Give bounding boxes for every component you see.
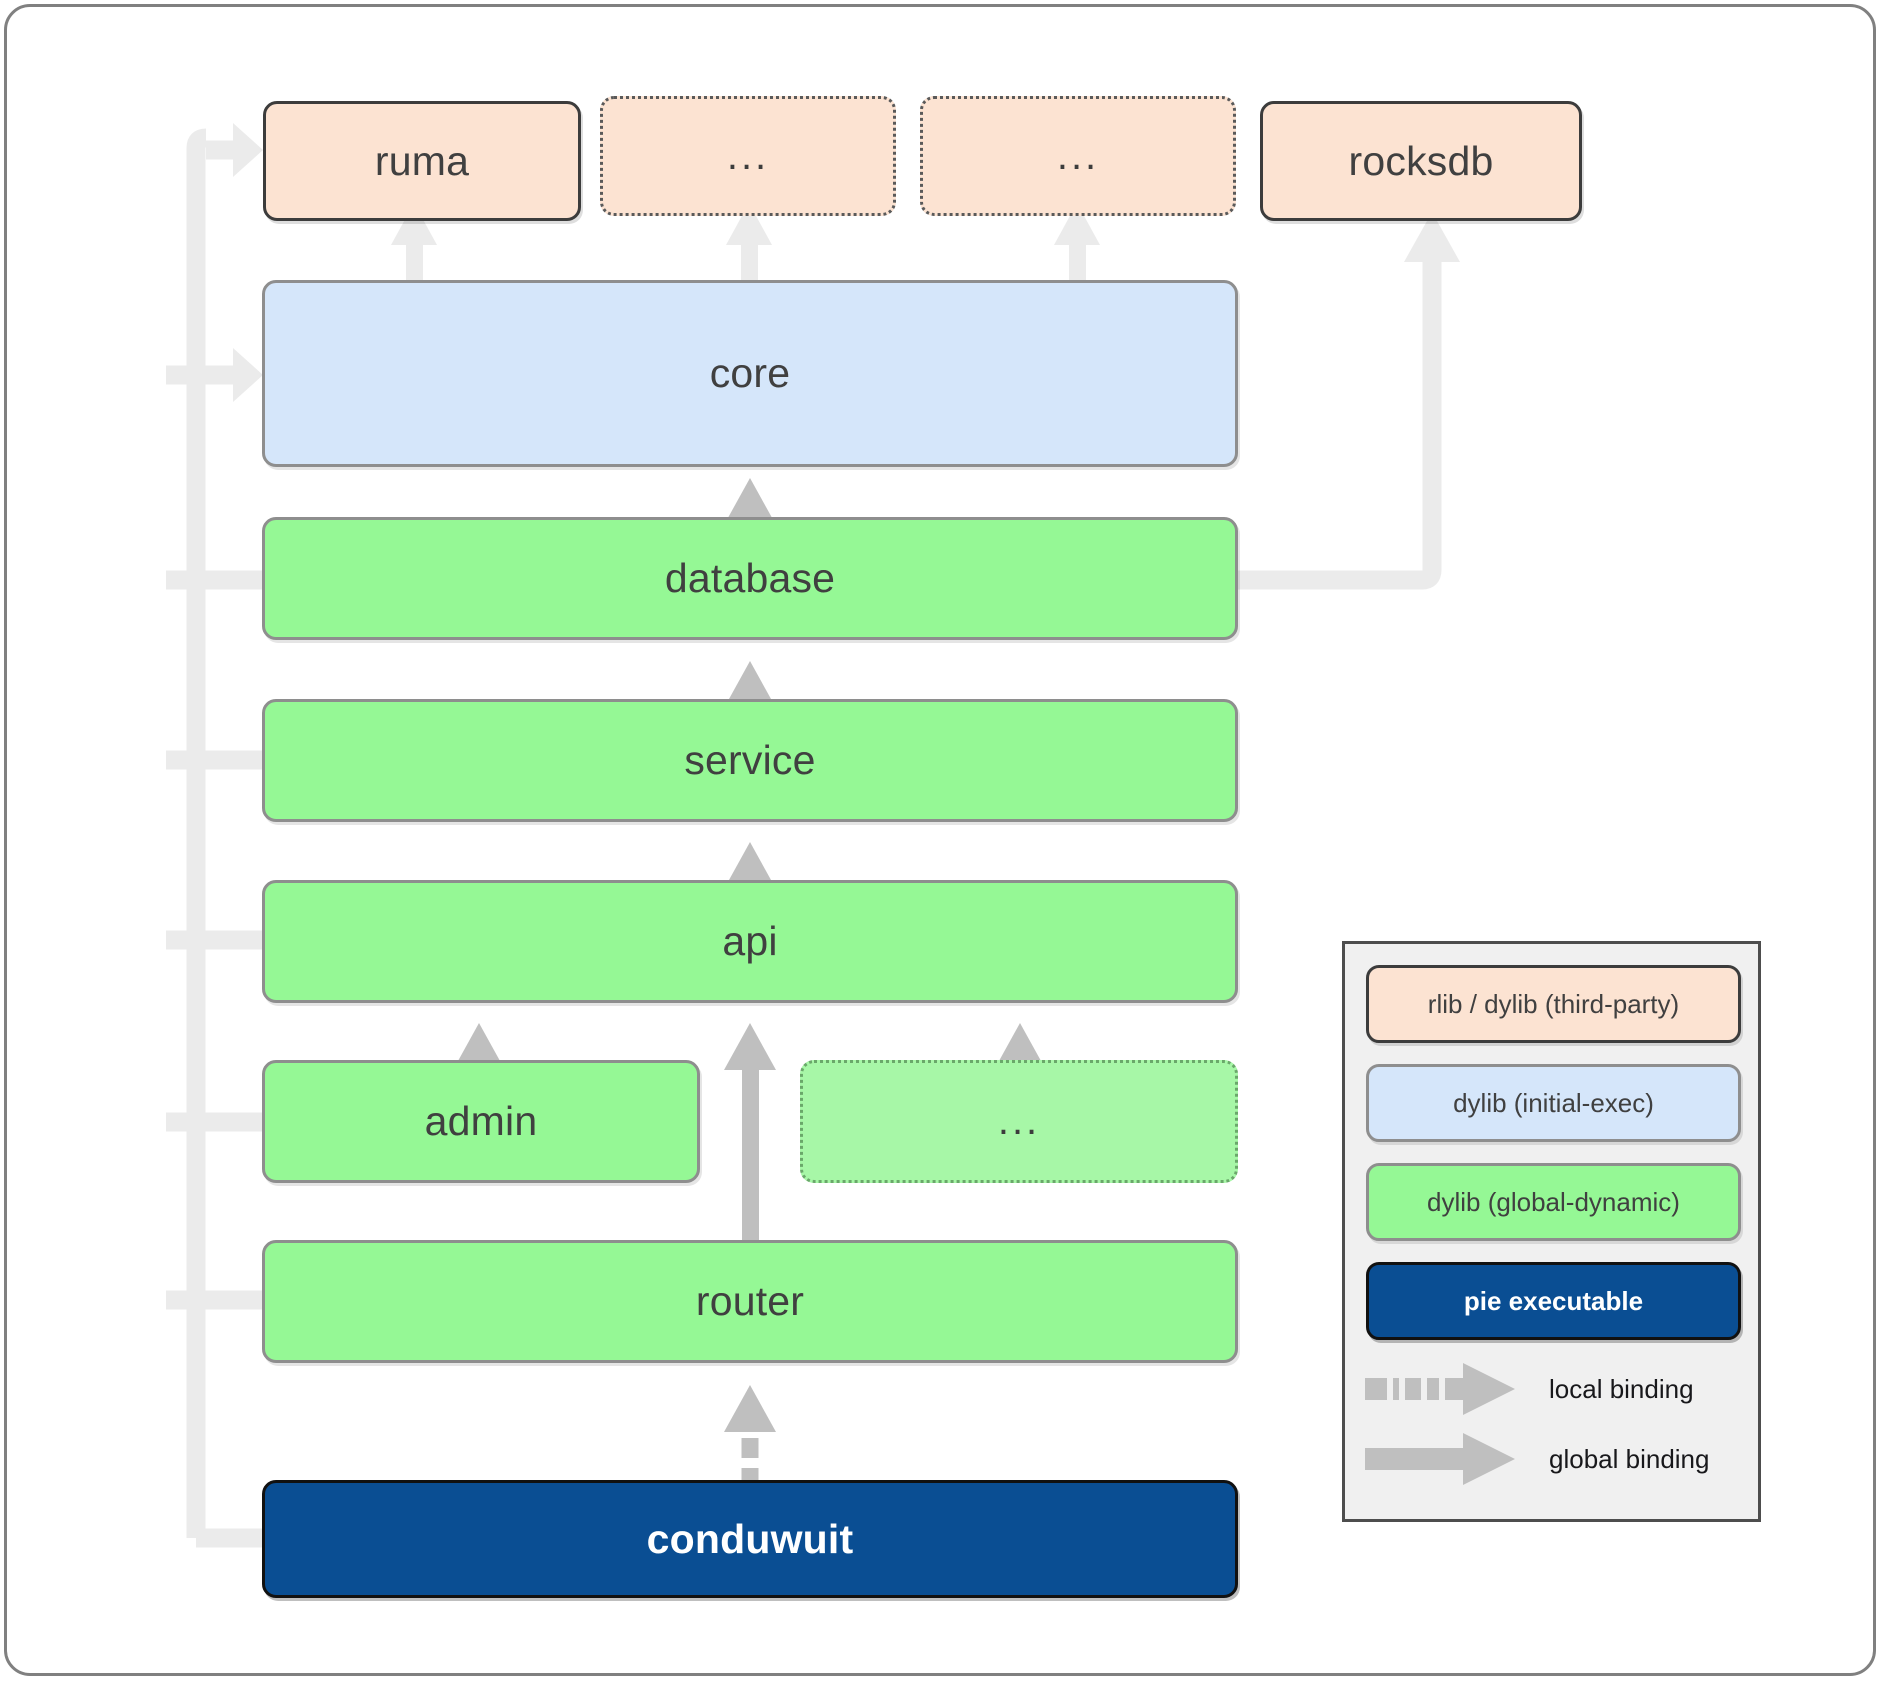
solid-arrow-icon [1365, 1433, 1515, 1485]
node-extra-api-label: ... [997, 1099, 1041, 1143]
legend-item-rlib-dylib-third-party: rlib / dylib (third-party) [1366, 965, 1741, 1043]
node-rocksdb-label: rocksdb [1348, 137, 1494, 184]
legend-item-dylib-initial-exec: dylib (initial-exec) [1366, 1064, 1741, 1142]
node-core-label: core [709, 350, 791, 396]
node-third-party-b-label: ... [1056, 133, 1100, 178]
legend-binding-global: global binding [1363, 1429, 1753, 1489]
spine-branch-ruma [206, 123, 263, 177]
edge-conduwuit-to-router [724, 1385, 776, 1488]
edge-core-to-ruma [391, 203, 437, 287]
legend-binding-global-label: global binding [1549, 1443, 1710, 1474]
legend-item-dylib-global-dynamic: dylib (global-dynamic) [1366, 1163, 1741, 1241]
node-ruma[interactable]: ruma [263, 101, 581, 221]
node-admin[interactable]: admin [262, 1060, 700, 1183]
node-ruma-label: ruma [374, 137, 470, 184]
node-api-label: api [722, 918, 778, 964]
node-conduwuit-label: conduwuit [646, 1515, 854, 1562]
node-router[interactable]: router [262, 1240, 1238, 1363]
legend-item-dylib-global-dynamic-label: dylib (global-dynamic) [1427, 1186, 1680, 1217]
edge-core-to-thirdparty-a [726, 203, 772, 287]
edge-core-to-thirdparty-b [1054, 203, 1100, 287]
node-extra-api[interactable]: ... [800, 1060, 1238, 1183]
node-third-party-a[interactable]: ... [600, 96, 896, 216]
left-spine-bus [186, 128, 272, 1548]
node-service-label: service [684, 737, 816, 783]
node-database[interactable]: database [262, 517, 1238, 640]
legend-item-rlib-dylib-third-party-label: rlib / dylib (third-party) [1427, 988, 1680, 1019]
legend-panel: rlib / dylib (third-party) dylib (initia… [1342, 941, 1761, 1522]
legend-binding-local: local binding [1363, 1359, 1753, 1419]
node-service[interactable]: service [262, 699, 1238, 822]
dashed-arrow-icon [1365, 1363, 1515, 1415]
edge-database-to-rocksdb [1238, 212, 1460, 590]
edge-router-to-api [724, 1023, 776, 1250]
legend-item-pie-executable-label: pie executable [1463, 1285, 1644, 1316]
node-rocksdb[interactable]: rocksdb [1260, 101, 1582, 221]
node-database-label: database [664, 555, 836, 601]
legend-item-pie-executable: pie executable [1366, 1262, 1741, 1340]
node-core[interactable]: core [262, 280, 1238, 467]
node-third-party-b[interactable]: ... [920, 96, 1236, 216]
node-router-label: router [695, 1278, 805, 1324]
legend-binding-local-label: local binding [1549, 1373, 1694, 1404]
node-third-party-a-label: ... [726, 133, 770, 178]
node-admin-label: admin [424, 1098, 538, 1144]
node-api[interactable]: api [262, 880, 1238, 1003]
legend-item-dylib-initial-exec-label: dylib (initial-exec) [1453, 1087, 1654, 1118]
node-conduwuit[interactable]: conduwuit [262, 1480, 1238, 1598]
spine-branch-core [166, 348, 263, 402]
